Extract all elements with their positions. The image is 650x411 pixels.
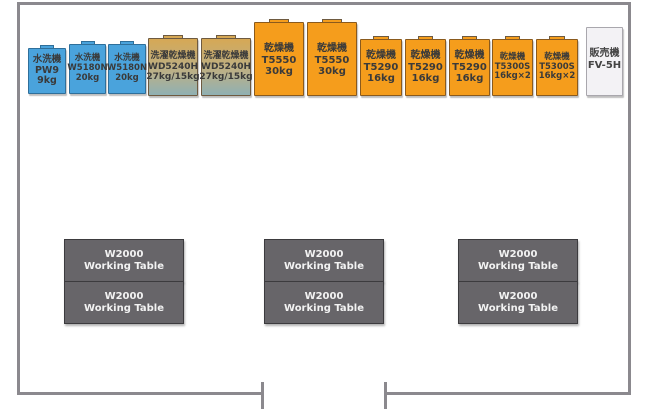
wall-left (17, 2, 20, 395)
wall-bottom-right (385, 392, 631, 395)
wall-right (628, 2, 631, 395)
door-jamb-right (384, 382, 387, 409)
wall-top (17, 2, 631, 5)
door-jamb-left (261, 382, 264, 409)
wall-bottom-left (17, 392, 264, 395)
